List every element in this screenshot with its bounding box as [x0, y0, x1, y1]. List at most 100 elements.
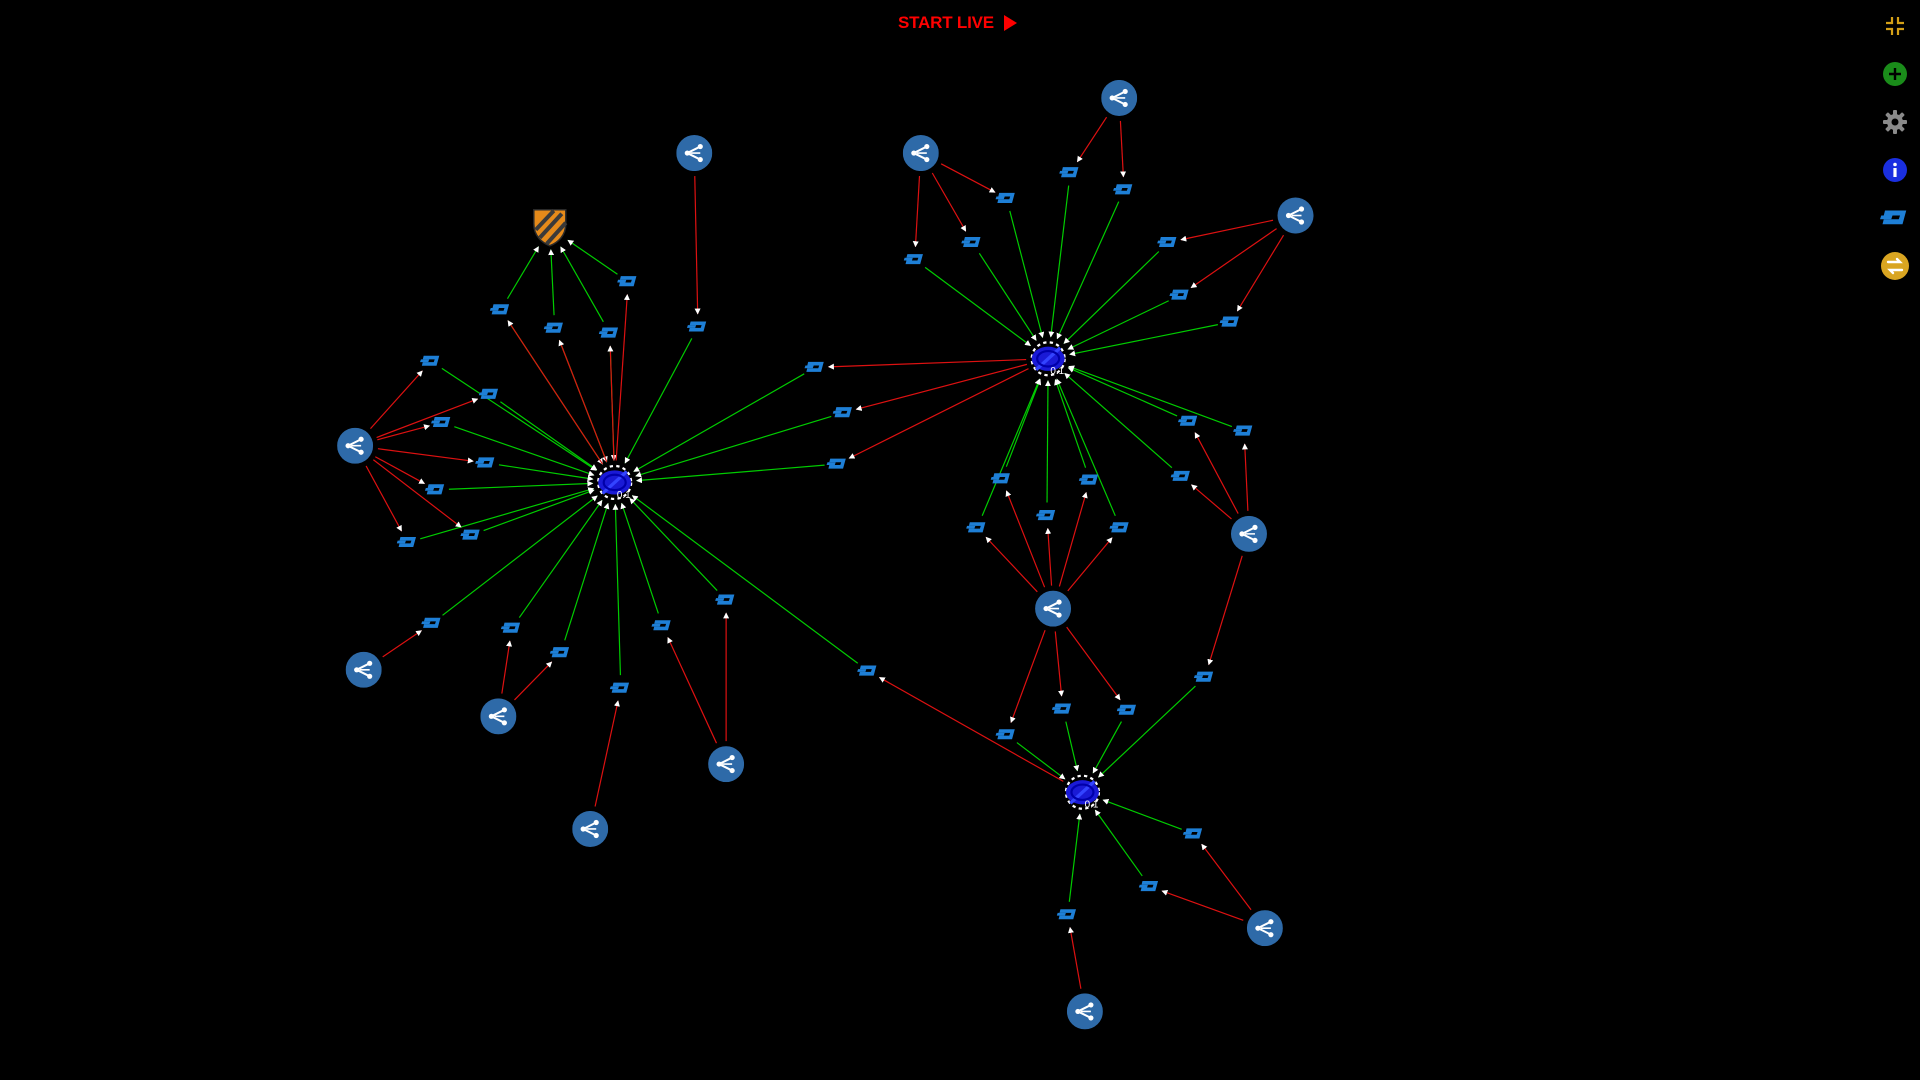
dash-transaction-icon[interactable] — [1051, 703, 1072, 714]
edge-input — [377, 424, 431, 441]
dash-transaction-icon[interactable] — [961, 236, 981, 248]
edge-input — [501, 640, 513, 694]
dash-transaction-icon[interactable] — [995, 729, 1015, 740]
edge-output — [1068, 813, 1083, 902]
dash-transaction-icon[interactable] — [1078, 474, 1099, 485]
start-live-button[interactable]: START LIVE — [898, 10, 1017, 36]
edge-output — [567, 239, 618, 275]
address-share-icon[interactable] — [902, 135, 939, 172]
address-share-icon[interactable] — [480, 698, 517, 735]
edge-input — [382, 630, 422, 658]
mixer-hub-icon[interactable] — [596, 464, 633, 503]
address-share-icon[interactable] — [337, 427, 374, 464]
edge-input — [1207, 555, 1243, 666]
dash-transaction-icon[interactable] — [460, 529, 480, 540]
dash-transaction-icon[interactable] — [1193, 671, 1214, 682]
edge-input — [667, 636, 718, 744]
dash-transaction-icon[interactable] — [995, 192, 1015, 203]
dash-transaction-icon[interactable] — [1169, 289, 1189, 300]
address-share-icon[interactable] — [345, 651, 382, 688]
settings-button[interactable] — [1879, 106, 1911, 138]
edge-output — [635, 415, 832, 478]
edge-output — [1048, 185, 1070, 338]
edge-output — [620, 502, 659, 614]
dash-transaction-icon[interactable] — [651, 620, 671, 631]
dash-transaction-icon[interactable] — [609, 682, 630, 693]
dash-transaction-icon[interactable] — [500, 622, 521, 633]
edge-input — [985, 536, 1038, 593]
dash-transaction-icon[interactable] — [1170, 470, 1190, 481]
dash-transaction-icon[interactable] — [549, 647, 570, 658]
address-share-icon[interactable] — [676, 135, 713, 172]
edge-input — [375, 456, 426, 485]
dash-transaction-icon[interactable] — [832, 407, 852, 418]
address-share-icon[interactable] — [1035, 590, 1072, 627]
exchange-icon — [1881, 252, 1909, 280]
dash-transaction-icon[interactable] — [431, 416, 451, 428]
dash-transaction-icon[interactable] — [715, 594, 735, 605]
dash-transaction-icon[interactable] — [543, 322, 563, 333]
dash-transaction-icon[interactable] — [617, 276, 637, 287]
dash-transaction-icon[interactable] — [478, 388, 499, 399]
edge-input — [365, 465, 403, 532]
dash-transaction-icon[interactable] — [990, 473, 1010, 484]
dash-transaction-icon[interactable] — [1116, 704, 1137, 715]
mixer-hub-icon[interactable] — [1030, 340, 1067, 379]
dash-transaction-icon[interactable] — [421, 617, 441, 628]
address-share-icon[interactable] — [1066, 993, 1103, 1030]
dash-transaction-icon[interactable] — [424, 484, 445, 495]
dash-transaction-icon[interactable] — [1157, 236, 1177, 248]
edge-output — [441, 367, 597, 471]
dash-transaction-icon[interactable] — [420, 355, 440, 366]
edge-output — [1067, 367, 1178, 417]
edge-input — [1005, 490, 1046, 588]
address-share-icon[interactable] — [1277, 197, 1314, 234]
edge-input — [1054, 631, 1065, 697]
dash-transaction-icon[interactable] — [1219, 316, 1239, 327]
dash-transaction-icon[interactable] — [1109, 522, 1129, 533]
dash-transaction-icon[interactable] — [903, 254, 923, 265]
address-share-icon[interactable] — [1230, 515, 1267, 552]
dash-transaction-icon[interactable] — [686, 321, 707, 332]
dash-transaction-icon[interactable] — [1138, 881, 1159, 892]
dash-transaction-icon[interactable] — [489, 304, 510, 315]
dash-transaction-icon[interactable] — [804, 361, 824, 372]
dash-transaction-icon[interactable] — [1056, 909, 1077, 920]
address-share-icon[interactable] — [708, 746, 745, 783]
edges-layer — [365, 116, 1285, 989]
edge-output — [498, 464, 594, 482]
edge-output — [518, 499, 603, 618]
info-button[interactable] — [1879, 154, 1911, 186]
dash-transaction-icon[interactable] — [1059, 167, 1079, 178]
dash-transaction-icon[interactable] — [598, 327, 619, 338]
dash-transaction-icon[interactable] — [1233, 425, 1253, 436]
dash-transaction-icon[interactable] — [826, 458, 846, 469]
exchange-button[interactable] — [1879, 250, 1911, 282]
dash-transaction-icon[interactable] — [1182, 828, 1203, 839]
edge-input — [1190, 228, 1277, 289]
dash-transaction-icon[interactable] — [857, 665, 877, 676]
dash-transaction-icon[interactable] — [966, 522, 986, 533]
dash-transaction-icon[interactable] — [1113, 184, 1133, 195]
add-button[interactable] — [1879, 58, 1911, 90]
collapse-button[interactable] — [1879, 10, 1911, 42]
mixer-hub-icon[interactable] — [1064, 774, 1101, 813]
address-share-icon[interactable] — [1246, 910, 1283, 947]
address-share-icon[interactable] — [572, 810, 609, 847]
dash-transaction-icon[interactable] — [1035, 510, 1056, 521]
dash-transaction-icon[interactable] — [475, 457, 495, 468]
edge-output — [564, 502, 610, 641]
edge-output — [454, 426, 595, 477]
edge-output — [560, 246, 604, 323]
address-share-icon[interactable] — [1101, 79, 1138, 116]
dash-transaction-icon[interactable] — [1177, 415, 1198, 426]
dash-transaction-icon[interactable] — [396, 536, 417, 548]
edge-output — [629, 497, 718, 591]
dash-logo-icon — [1880, 208, 1910, 228]
dash-button[interactable] — [1879, 202, 1911, 234]
edge-input — [694, 176, 701, 315]
edge-input — [1236, 234, 1285, 312]
shield-icon[interactable] — [531, 207, 568, 248]
